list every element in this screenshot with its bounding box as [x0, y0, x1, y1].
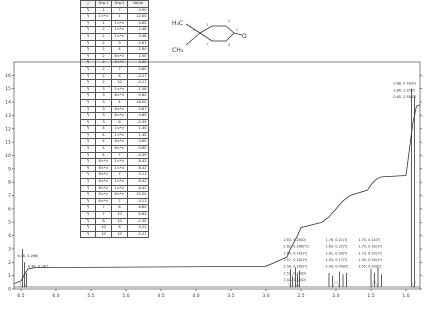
x-tick-label: 6.5: [17, 293, 24, 299]
integral-curve: [13, 104, 421, 285]
y-tick-label: 4: [8, 233, 11, 239]
y-tick-label: 9: [8, 166, 11, 172]
peak-marker: [370, 280, 375, 289]
methyl-label: H₃C: [172, 20, 183, 27]
atom-label: 4: [228, 19, 231, 23]
x-tick-label: 4.5: [157, 293, 164, 299]
y-tick-label: 8: [8, 180, 11, 186]
y-tick-label: 11: [5, 140, 11, 146]
peak-marker: [411, 280, 415, 289]
peak-marker: [336, 280, 340, 289]
atom-label: 8: [193, 28, 195, 32]
peak-label: 2.63, 0.28(D): [284, 238, 307, 242]
peak-label: 1.55, 0.16(D): [358, 265, 381, 269]
y-tick-label: 0: [8, 287, 11, 293]
x-tick-label: 6.0: [52, 293, 59, 299]
peak-label: 1.69, 0.22(T): [326, 245, 349, 249]
peak-label: 0.85, 2.58(D): [393, 95, 416, 99]
peak-label: 1.54, 0.17(T): [326, 258, 349, 262]
table-header-row: J Grp.1 Grp.2 Value: [80, 0, 149, 8]
atom-label: 7: [206, 43, 208, 47]
atom-label: 3: [206, 23, 208, 27]
peak-label: 2.53, 0.24(D): [284, 271, 307, 275]
peak-label: 0.86, 1.35(T): [393, 88, 416, 92]
oxygen-label: O: [242, 33, 247, 40]
peak-label: 2.57, 0.18(1*): [284, 258, 308, 262]
y-tick-label: 1: [8, 273, 11, 279]
x-tick-label: 5.5: [87, 293, 94, 299]
y-tick-label: 7: [8, 193, 11, 199]
x-tick-label: 3.5: [227, 293, 234, 299]
y-tick-label: 14: [5, 100, 11, 106]
peak-label: 2.62, 0.266(*1): [284, 245, 311, 249]
peak-label: 1.61, 0.26(T): [326, 251, 349, 255]
y-tick-label: 3: [8, 246, 11, 252]
peak-label: 1.76, 0.21(T): [326, 238, 349, 242]
peak-marker: [295, 280, 299, 289]
x-tick-label: 4.0: [192, 293, 199, 299]
y-tick-label: 13: [5, 113, 11, 119]
peak-label: 2.58, 0.28(S*): [284, 265, 308, 269]
peak-label: 2.00, 0.09(D): [326, 265, 349, 269]
x-tick-label: 2.0: [332, 293, 339, 299]
peak-marker: [287, 280, 291, 289]
peak-label: 6.48, 0.266(: [18, 254, 39, 258]
peak-marker: [412, 280, 417, 289]
ch3-label: CH₃: [172, 47, 184, 54]
x-tick-label: 2.5: [297, 293, 304, 299]
peak-label: 2.65, 0.16(1*): [284, 251, 308, 255]
peak-label: 1.75, 0.14(T): [358, 238, 381, 242]
peak-label: 1.70, 0.18(1*): [358, 245, 382, 249]
peak-marker: [19, 280, 23, 289]
atom-label: 6: [228, 43, 230, 47]
coupling-value-cell: 5.21: [127, 230, 149, 239]
peak-marker: [296, 280, 300, 289]
atom-label: 5: [236, 28, 238, 32]
peak-label: 2.52, 0.18(D): [284, 278, 307, 282]
plot-frame: [13, 61, 421, 290]
peak-label: 1.59, 0.16(1*): [358, 258, 382, 262]
peak-label: 1.73, 0.15(1*): [358, 251, 382, 255]
y-tick-label: 6: [8, 206, 11, 212]
x-tick-label: 3.0: [262, 293, 269, 299]
y-tick-label: 16: [5, 73, 11, 79]
peak-marker: [24, 280, 28, 289]
y-tick-label: 12: [5, 126, 11, 132]
x-tick-label: 5.0: [122, 293, 129, 299]
y-tick-label: 2: [8, 260, 11, 266]
y-tick-label: 15: [5, 86, 11, 92]
y-tick-label: 10: [5, 153, 11, 159]
y-tick-label: 5: [8, 220, 11, 226]
peak-marker: [332, 280, 336, 289]
peak-label: 0.88, 0.78(D): [393, 82, 416, 86]
peak-marker: [374, 280, 379, 289]
x-tick-label: 1.0: [402, 293, 409, 299]
x-tick-label: 1.5: [367, 293, 374, 299]
peak-label: 6.46, 0.14(*: [28, 265, 49, 269]
